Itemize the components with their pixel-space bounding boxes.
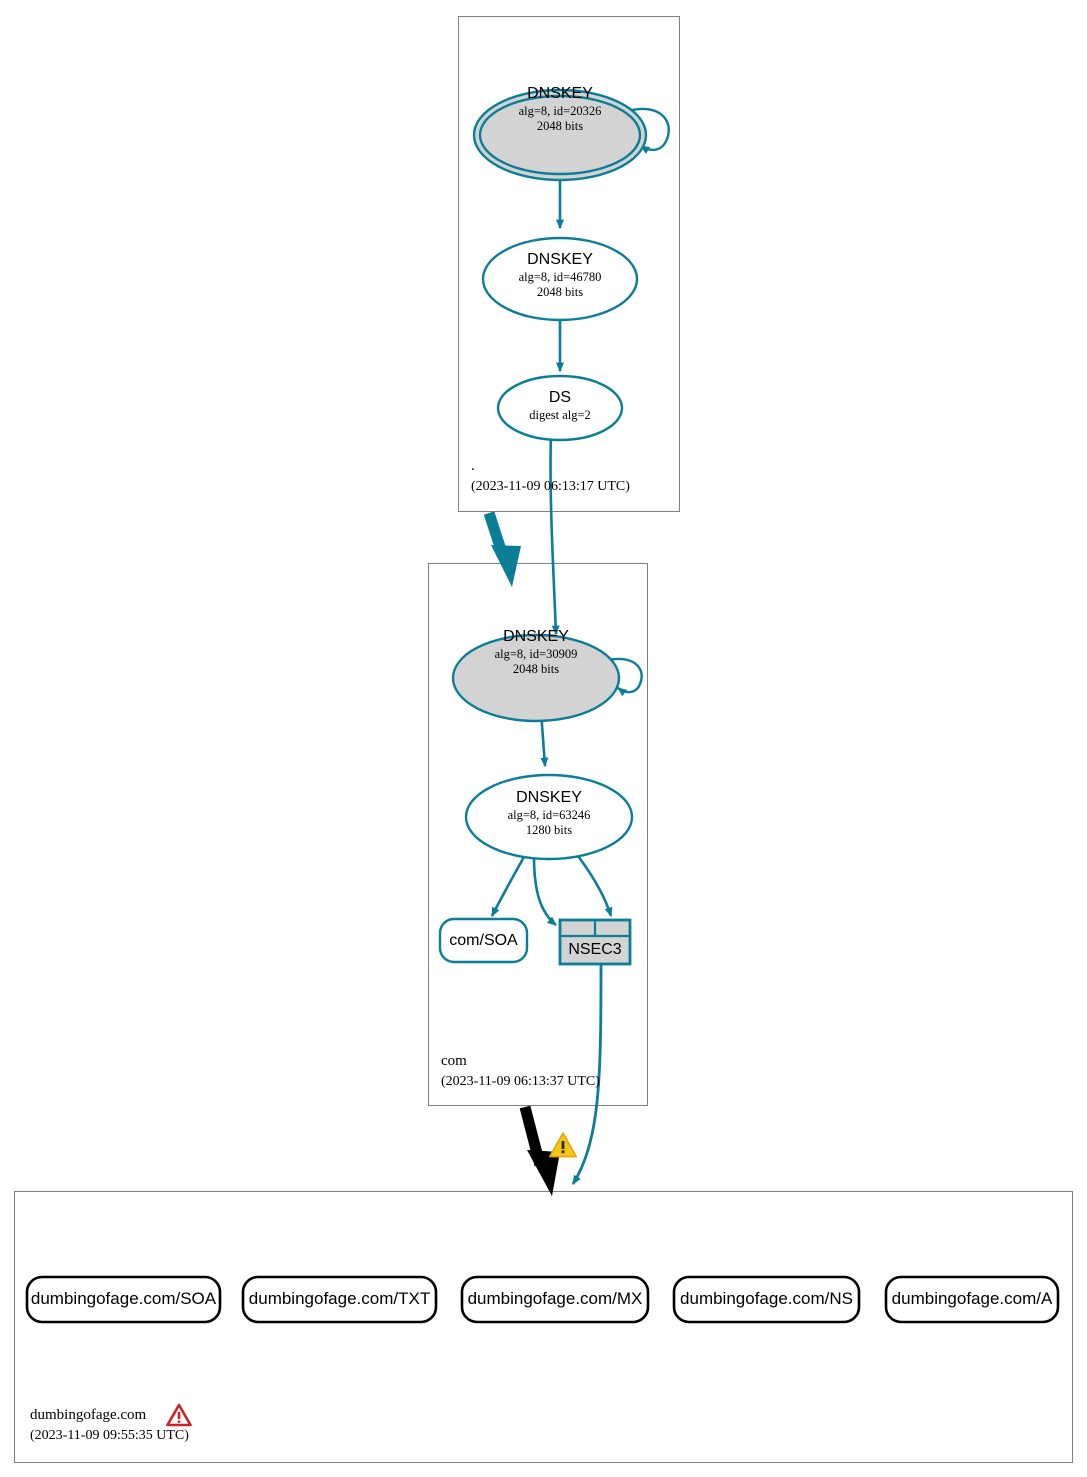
error-triangle-icon xyxy=(166,1403,192,1427)
zone-box-dumbingofage xyxy=(14,1191,1073,1463)
edge-delegation-root-to-com xyxy=(483,511,521,587)
zone-label-dumbingofage-name: dumbingofage.com xyxy=(30,1407,147,1424)
edge-nsec3-to-dumbingofage xyxy=(571,962,603,1185)
node-com-nsec3[interactable] xyxy=(558,918,632,966)
edge-com-zsk-to-nsec3-left xyxy=(532,856,557,927)
node-leaf-txt[interactable] xyxy=(241,1275,438,1324)
edge-com-zsk-to-nsec3-top xyxy=(576,855,613,918)
edge-self-sign-com-ksk xyxy=(607,657,643,697)
node-leaf-ns[interactable] xyxy=(672,1275,861,1324)
zone-label-root-timestamp: (2023-11-09 06:13:17 UTC) xyxy=(471,479,630,495)
zone-label-root: . (2023-11-09 06:13:17 UTC) xyxy=(471,457,630,496)
node-leaf-a[interactable] xyxy=(884,1275,1060,1324)
node-leaf-mx[interactable] xyxy=(460,1275,650,1324)
zone-label-com-timestamp: (2023-11-09 06:13:37 UTC) xyxy=(441,1074,600,1090)
zone-label-dumbingofage: dumbingofage.com (2023-11-09 09:55:35 UT… xyxy=(30,1406,189,1445)
zone-label-root-name: . xyxy=(471,458,475,475)
node-com-zsk[interactable] xyxy=(464,773,634,861)
edge-delegation-com-to-dumbingofage xyxy=(519,1105,560,1196)
node-com-soa[interactable] xyxy=(438,917,529,964)
zone-label-dumbingofage-timestamp: (2023-11-09 09:55:35 UTC) xyxy=(30,1428,189,1444)
node-leaf-soa[interactable] xyxy=(25,1275,222,1324)
node-root-ds[interactable] xyxy=(496,374,624,442)
zone-box-com xyxy=(428,563,648,1106)
zone-label-com: com (2023-11-09 06:13:37 UTC) xyxy=(441,1052,600,1091)
edge-self-sign-root-ksk xyxy=(631,107,670,154)
edge-ds-to-com-ksk xyxy=(549,431,560,636)
zone-label-com-name: com xyxy=(441,1053,467,1070)
zone-box-root xyxy=(458,16,680,512)
node-root-ksk[interactable] xyxy=(472,88,648,182)
warning-triangle-icon xyxy=(548,1131,578,1159)
node-com-ksk[interactable] xyxy=(451,633,621,723)
edge-com-zsk-to-com-soa xyxy=(490,854,527,917)
node-root-zsk[interactable] xyxy=(481,236,639,322)
